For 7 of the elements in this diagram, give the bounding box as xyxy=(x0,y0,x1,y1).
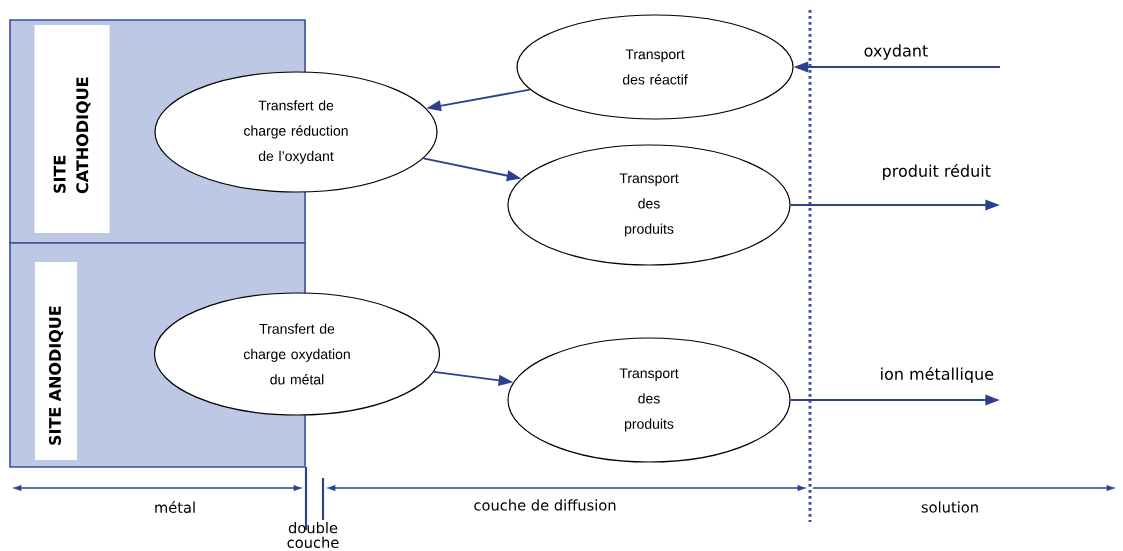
edge-label: oxydant xyxy=(862,42,930,62)
dimension-label: métal xyxy=(155,501,195,513)
edge-label: produit réduit xyxy=(880,162,993,182)
dimension-label: double couche xyxy=(287,522,339,548)
dimension-label: couche de diffusion xyxy=(474,499,616,511)
dimension-label: solution xyxy=(921,501,978,513)
edge-label: ion métallique xyxy=(878,365,996,385)
